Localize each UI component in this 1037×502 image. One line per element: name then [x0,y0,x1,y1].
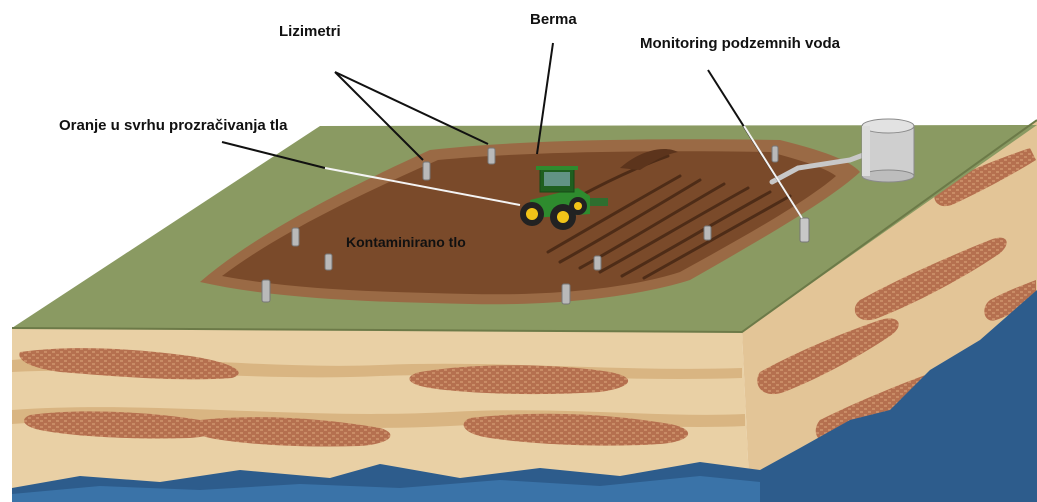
label-lizimetri: Lizimetri [279,23,341,40]
top-edge-line [11,119,1037,334]
clay-lens [854,237,1007,321]
label-monitoring: Monitoring podzemnih voda [640,35,840,52]
label-berma: Berma [530,11,577,28]
lysimeters [261,145,779,305]
callout-lines-light [324,125,803,219]
label-kontaminirano-tlo: Kontaminirano tlo [346,234,466,250]
clay-lens [409,365,629,395]
pipe [769,151,869,185]
clay-lens [934,148,1036,207]
monitoring-well [799,217,810,243]
soil-mound [620,148,678,170]
clay-lens [24,411,219,439]
tank-icon [861,118,915,183]
groundwater [12,290,1037,502]
plow-furrows [546,154,792,280]
clay-lens [984,280,1036,321]
clay-lens [19,348,239,380]
label-oranje: Oranje u svrhu prozračivanja tla [59,117,288,134]
clay-lens [463,413,689,446]
groundwater-highlight [12,476,760,502]
clay-lens [192,417,391,447]
tractor-icon [520,166,608,230]
clay-lens [757,318,899,395]
